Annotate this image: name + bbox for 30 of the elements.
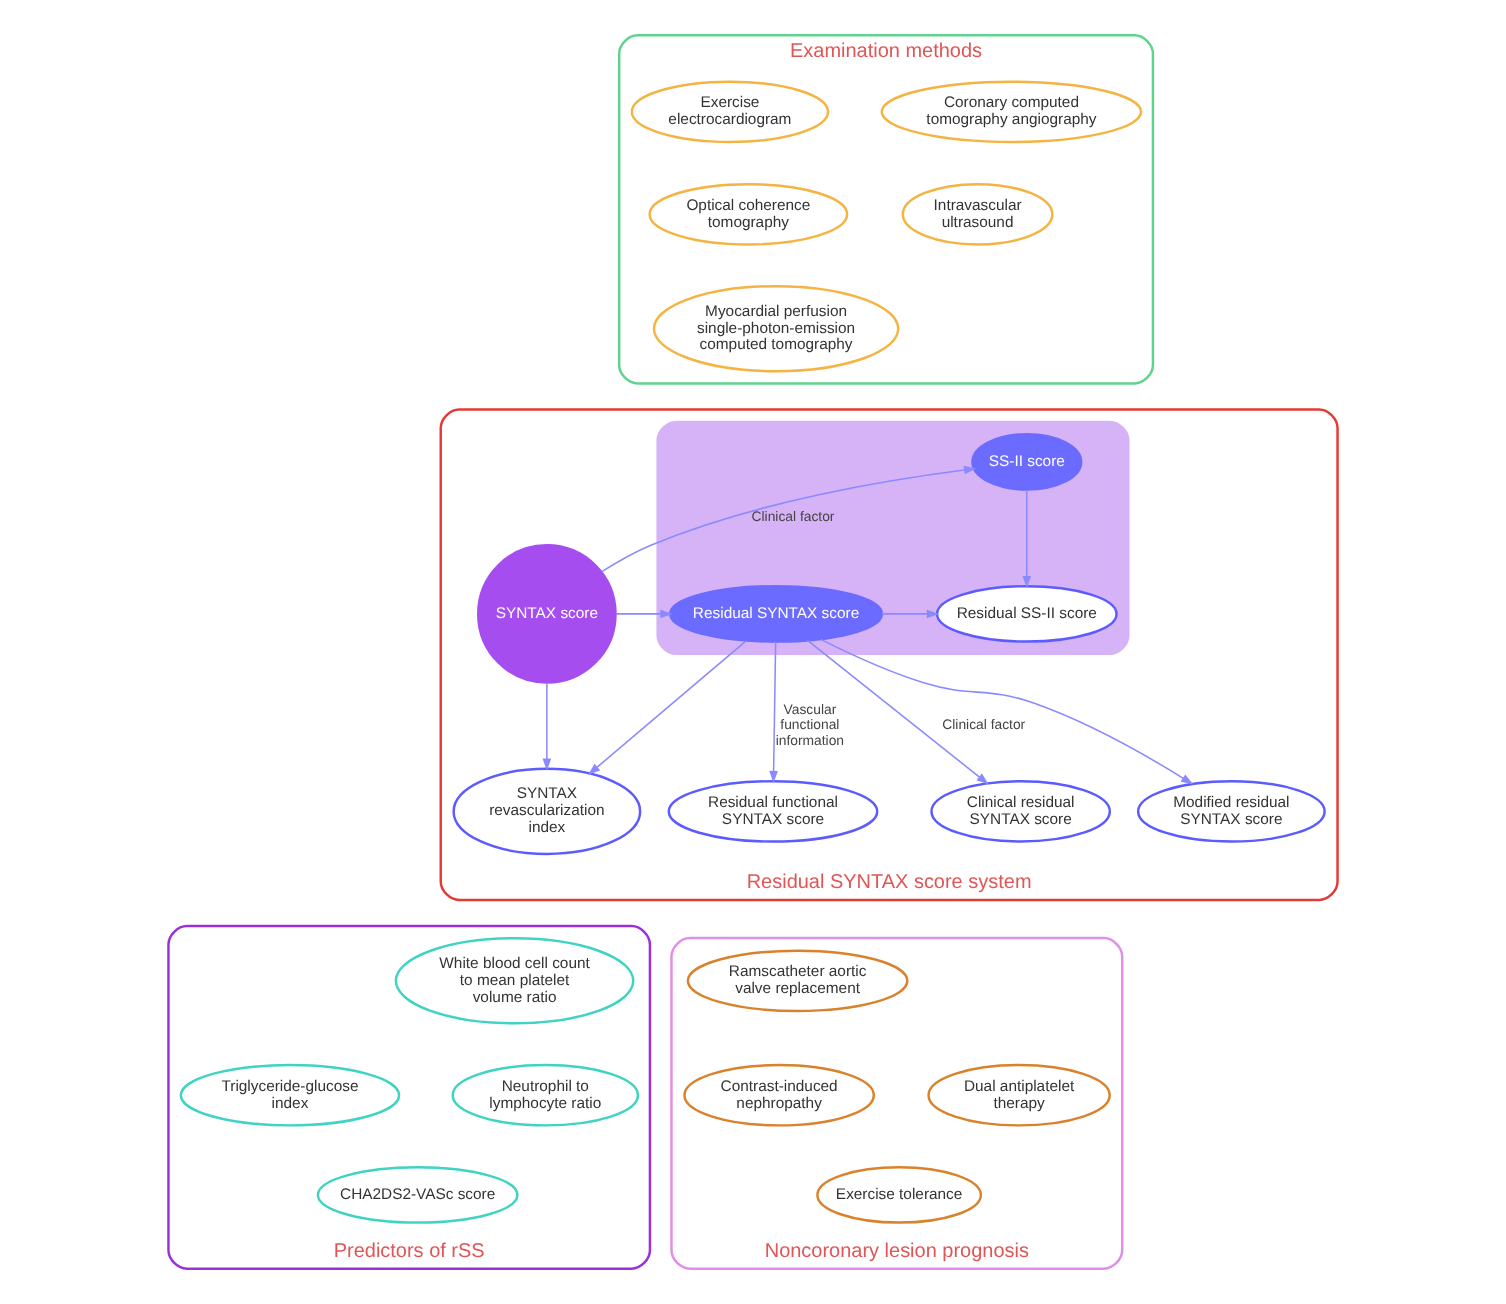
node-circle: SYNTAX score [477, 544, 617, 684]
node-ellipse: Coronary computed tomography angiography [880, 80, 1143, 144]
node-ellipse: Triglyceride-glucose index [179, 1063, 401, 1127]
arrow [806, 639, 989, 785]
arrow [820, 638, 1194, 785]
arrow [615, 609, 673, 619]
node-ellipse: Modified residual SYNTAX score [1136, 780, 1326, 843]
node-ellipse: Ramscatheter aortic valve replacement [686, 949, 909, 1013]
node-ellipse: Dual antiplatelet therapy [927, 1063, 1111, 1127]
node-ellipse: Exercise tolerance [816, 1166, 983, 1224]
arrow [769, 640, 778, 784]
node-ellipse: Intravascular ultrasound [901, 182, 1054, 246]
arrow [601, 465, 977, 573]
node-ellipse: SS-II score [971, 432, 1083, 491]
arrow [1022, 489, 1032, 589]
node-ellipse: White blood cell count to mean platelet volume ratio [394, 937, 635, 1025]
node-ellipse: Neutrophil to lymphocyte ratio [451, 1063, 640, 1127]
node-ellipse: Exercise electrocardiogram [630, 80, 830, 144]
node-ellipse: Clinical residual SYNTAX score [930, 780, 1112, 843]
node-ellipse: Contrast-induced nephropathy [683, 1063, 876, 1127]
node-ellipse: SYNTAX revascularization index [452, 767, 642, 856]
node-ellipse: Residual SYNTAX score [669, 584, 884, 643]
node-ellipse: CHA2DS2-VASc score [316, 1166, 519, 1224]
node-ellipse: Optical coherence tomography [648, 182, 849, 246]
node-ellipse: Residual functional SYNTAX score [667, 780, 879, 843]
arrow [881, 609, 940, 619]
arrow [587, 640, 747, 775]
node-ellipse: Myocardial perfusion single-photon-emission computed tomography [652, 284, 900, 373]
node-ellipse: Residual SS-II score [935, 584, 1118, 643]
arrow [542, 682, 552, 771]
